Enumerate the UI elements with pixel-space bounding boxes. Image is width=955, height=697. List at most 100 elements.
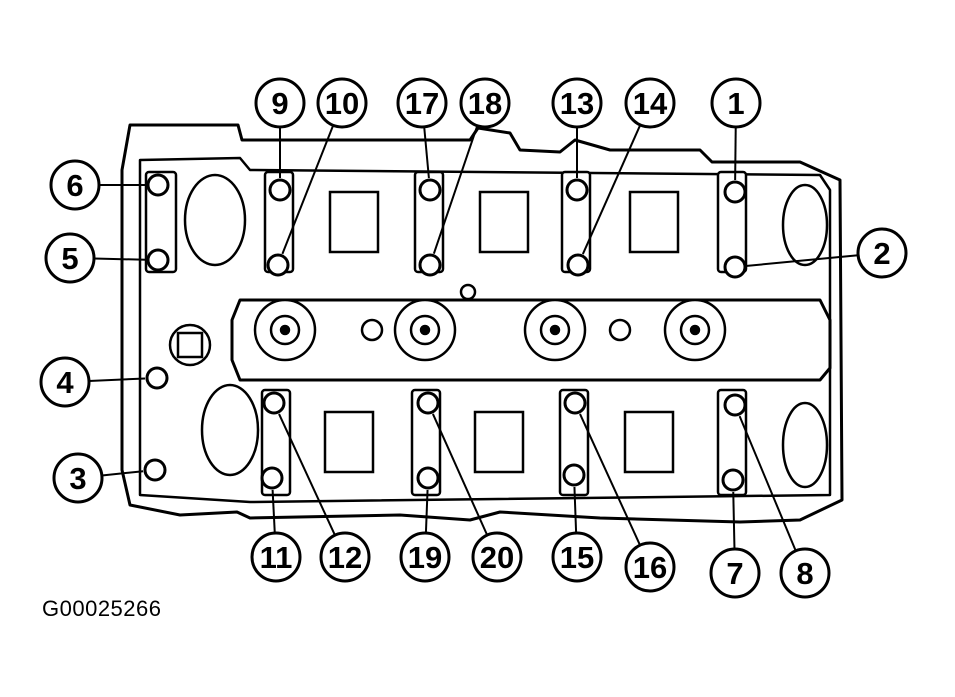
callout-number: 2	[873, 236, 890, 271]
bolt-12	[262, 391, 286, 415]
callout-14: 14	[624, 77, 676, 129]
bolt-5	[146, 248, 170, 272]
callout-10: 10	[316, 77, 368, 129]
sensor	[168, 323, 212, 367]
callout-18: 18	[459, 77, 511, 129]
callout-13: 13	[551, 77, 603, 129]
callout-circle	[52, 452, 104, 504]
bolt-3	[143, 458, 167, 482]
callout-number: 10	[325, 86, 359, 121]
bolt-4	[145, 366, 169, 390]
callout-9: 9	[254, 77, 306, 129]
callout-7: 7	[709, 547, 761, 599]
callout-1: 1	[710, 77, 762, 129]
leader-12	[278, 413, 336, 536]
callout-circle	[624, 541, 676, 593]
callout-circle	[471, 531, 523, 583]
bolt-2	[723, 255, 747, 279]
bolt-15	[562, 463, 586, 487]
callout-number: 5	[61, 241, 78, 276]
callout-circle	[710, 77, 762, 129]
bolt-6	[146, 173, 170, 197]
callout-number: 3	[69, 461, 86, 496]
callout-number: 7	[726, 556, 743, 591]
bolt-20	[416, 391, 440, 415]
leader-4	[88, 377, 146, 382]
leader-20	[431, 413, 489, 536]
callout-19: 19	[399, 531, 451, 583]
callout-number: 4	[56, 365, 74, 400]
callout-number: 14	[633, 86, 668, 121]
callout-circle	[551, 531, 603, 583]
camshaft-lobes	[183, 173, 829, 489]
leader-3	[101, 470, 144, 477]
callout-circle	[396, 77, 448, 129]
bolt-1	[723, 180, 747, 204]
callout-circle	[551, 77, 603, 129]
bolt-7	[721, 468, 745, 492]
leader-2	[746, 254, 859, 267]
callout-circle	[44, 232, 96, 284]
callout-circle	[316, 77, 368, 129]
bolt-8	[723, 393, 747, 417]
callout-6: 6	[49, 159, 101, 211]
bolt-19	[416, 466, 440, 490]
leader-16	[579, 413, 641, 546]
callout-5: 5	[44, 232, 96, 284]
callout-circle	[250, 531, 302, 583]
callout-number: 20	[480, 540, 514, 575]
callout-number: 8	[796, 556, 813, 591]
callout-leaders	[88, 124, 859, 552]
callout-20: 20	[471, 531, 523, 583]
bolt-16	[563, 391, 587, 415]
head-bolts	[143, 173, 747, 492]
leader-5	[93, 257, 147, 261]
callout-circle	[254, 77, 306, 129]
callout-circle	[709, 547, 761, 599]
callout-circle	[49, 159, 101, 211]
leader-18	[432, 125, 479, 254]
callout-number: 17	[405, 86, 439, 121]
callout-number: 12	[328, 540, 362, 575]
callout-circle	[459, 77, 511, 129]
callout-circle	[856, 227, 908, 279]
callout-number: 9	[271, 86, 288, 121]
leader-1	[734, 126, 737, 181]
callout-number: 11	[260, 540, 293, 575]
leader-8	[738, 415, 797, 552]
bolt-10	[266, 253, 290, 277]
callout-circle	[319, 531, 371, 583]
leader-14	[581, 124, 642, 255]
callout-16: 16	[624, 541, 676, 593]
leader-7	[732, 491, 736, 550]
callout-15: 15	[551, 531, 603, 583]
callout-number: 13	[560, 86, 594, 121]
callout-circle	[399, 531, 451, 583]
callout-4: 4	[39, 356, 91, 408]
callout-circle	[779, 547, 831, 599]
bolt-17	[418, 178, 442, 202]
callout-number: 15	[560, 540, 594, 575]
callout-2: 2	[856, 227, 908, 279]
bolt-13	[565, 178, 589, 202]
cylinder-head-outline	[120, 123, 844, 524]
bolt-14	[566, 253, 590, 277]
callout-number: 1	[727, 86, 744, 121]
leader-15	[573, 486, 578, 534]
bolt-18	[418, 253, 442, 277]
leader-10	[281, 124, 335, 255]
leader-11	[271, 489, 276, 534]
leader-17	[423, 126, 430, 179]
callout-number: 16	[633, 550, 667, 585]
callout-number: 6	[66, 168, 83, 203]
bolt-9	[268, 178, 292, 202]
callout-number: 19	[408, 540, 442, 575]
callout-17: 17	[396, 77, 448, 129]
callout-11: 11	[250, 531, 302, 583]
callout-circle	[624, 77, 676, 129]
callout-12: 12	[319, 531, 371, 583]
spark-plug-wells	[253, 283, 727, 362]
